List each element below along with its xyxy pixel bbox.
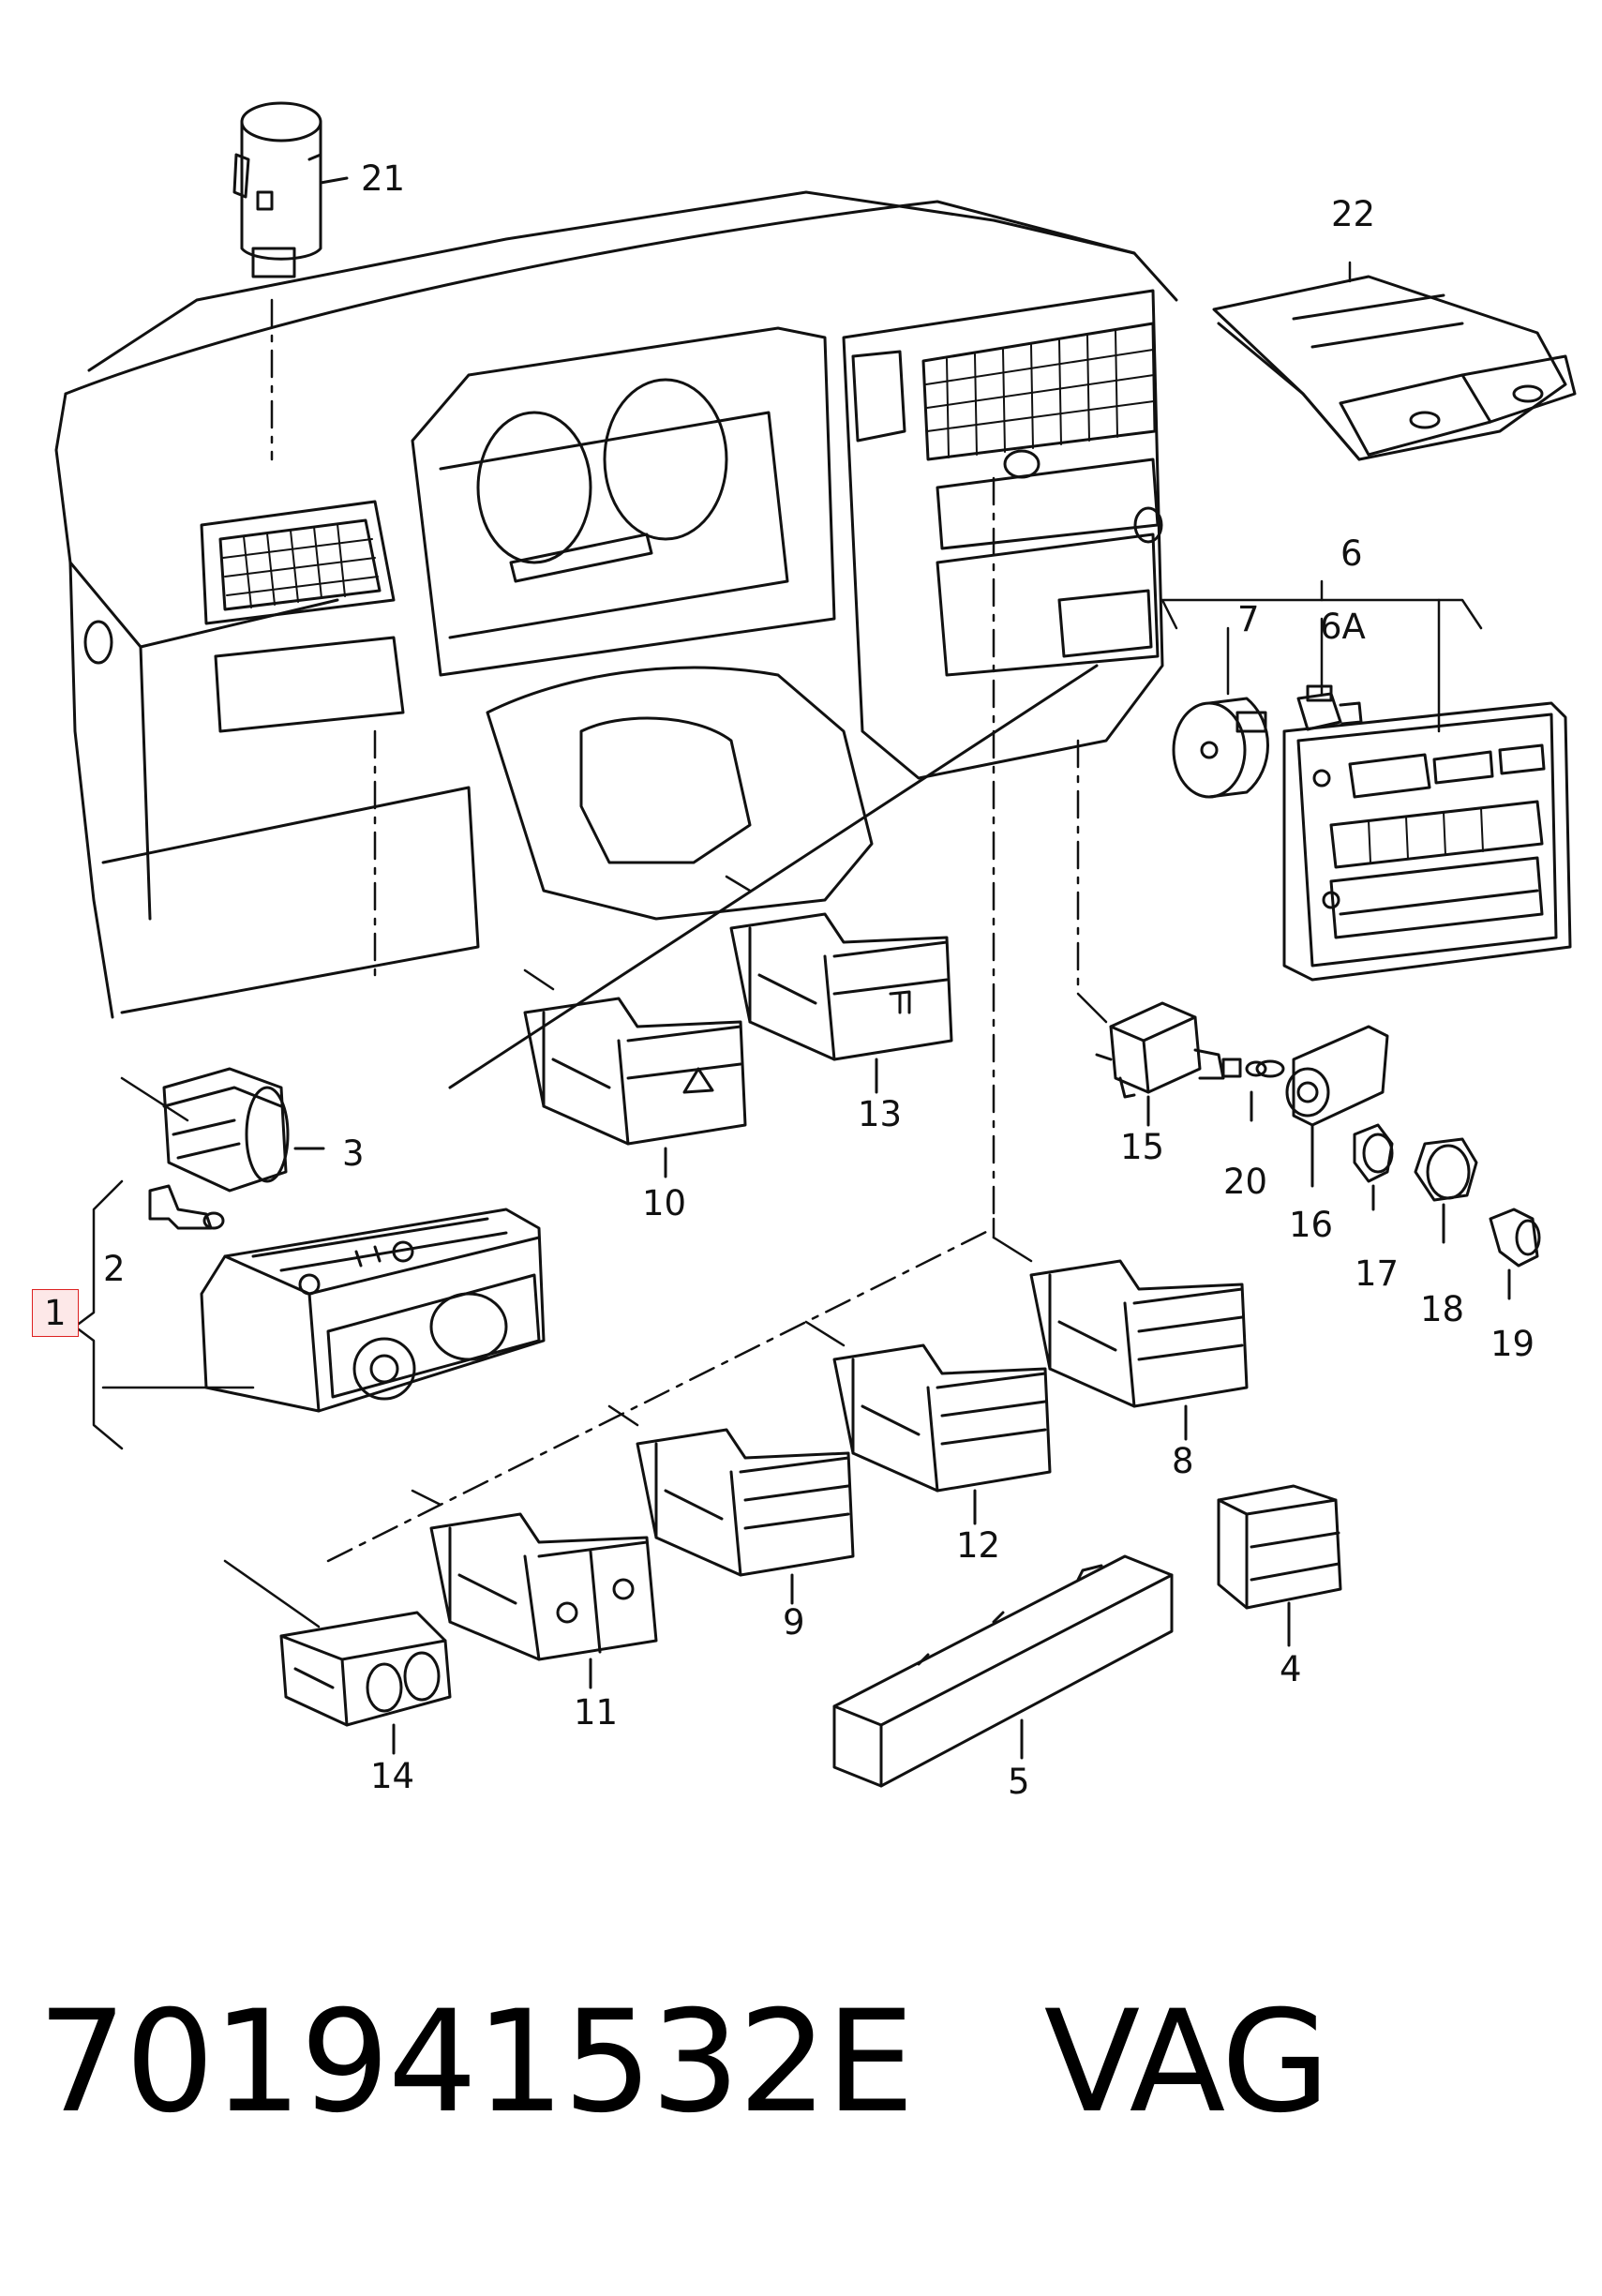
- part-17-lamp-holder: [1353, 1123, 1394, 1211]
- part-16-bracket-plate: [1285, 1025, 1389, 1188]
- callout-6A: 6A: [1320, 607, 1366, 647]
- callout-16: 16: [1289, 1205, 1334, 1245]
- callout-2: 2: [103, 1249, 126, 1289]
- part-19-plug: [1489, 1208, 1541, 1300]
- callout-18: 18: [1420, 1289, 1465, 1329]
- callout-7: 7: [1237, 599, 1260, 639]
- part-4-cover: [1217, 1484, 1342, 1647]
- guide-lines: [270, 298, 1080, 1563]
- part-5-trim-strip: [832, 1554, 1174, 1788]
- callout-14: 14: [370, 1756, 415, 1796]
- part-8-switch: [1029, 1259, 1249, 1441]
- callout-21: 21: [361, 158, 406, 199]
- callout-17: 17: [1355, 1253, 1400, 1294]
- callout-20: 20: [1223, 1162, 1268, 1202]
- part-11-switch: [429, 1512, 658, 1689]
- callout-12: 12: [956, 1525, 1001, 1566]
- callout-5: 5: [1008, 1762, 1030, 1802]
- callout-6: 6: [1340, 533, 1363, 574]
- part-2-bulb: [148, 1184, 225, 1230]
- callout-22: 22: [1331, 194, 1376, 234]
- part-14-switch: [279, 1611, 452, 1755]
- part-9-switch: [636, 1428, 855, 1605]
- callout-13: 13: [858, 1094, 903, 1134]
- callout-1-highlighted: 1: [32, 1289, 79, 1337]
- part-21-lighter-socket: [232, 101, 349, 278]
- callout-9: 9: [783, 1602, 805, 1643]
- part-15-rotary-switch: [1095, 1001, 1267, 1127]
- brand-label: VAG: [1043, 1981, 1330, 2144]
- leader-lines: [73, 261, 1483, 1628]
- part-18-knob: [1414, 1137, 1478, 1244]
- callout-4: 4: [1280, 1649, 1302, 1689]
- callout-3: 3: [342, 1133, 365, 1174]
- part-10-hazard-switch: [523, 997, 747, 1178]
- callout-15: 15: [1120, 1127, 1165, 1167]
- part-12-switch: [832, 1343, 1052, 1525]
- part-13-switch: [729, 912, 953, 1094]
- callout-10: 10: [642, 1183, 687, 1223]
- part-20-small-bulb: [1250, 1059, 1285, 1122]
- part-number: 701941532E: [37, 1981, 915, 2144]
- callout-19: 19: [1490, 1324, 1535, 1364]
- callout-11: 11: [574, 1692, 619, 1733]
- part-22-control-module: [1212, 275, 1577, 461]
- part-1-light-switch: [200, 1208, 546, 1413]
- part-7-knob: [1172, 697, 1269, 799]
- part-3-connector: [162, 1067, 325, 1193]
- callout-8: 8: [1172, 1441, 1194, 1481]
- dashboard-illustration: [54, 190, 1178, 1089]
- part-6-climate-panel: [1282, 701, 1572, 982]
